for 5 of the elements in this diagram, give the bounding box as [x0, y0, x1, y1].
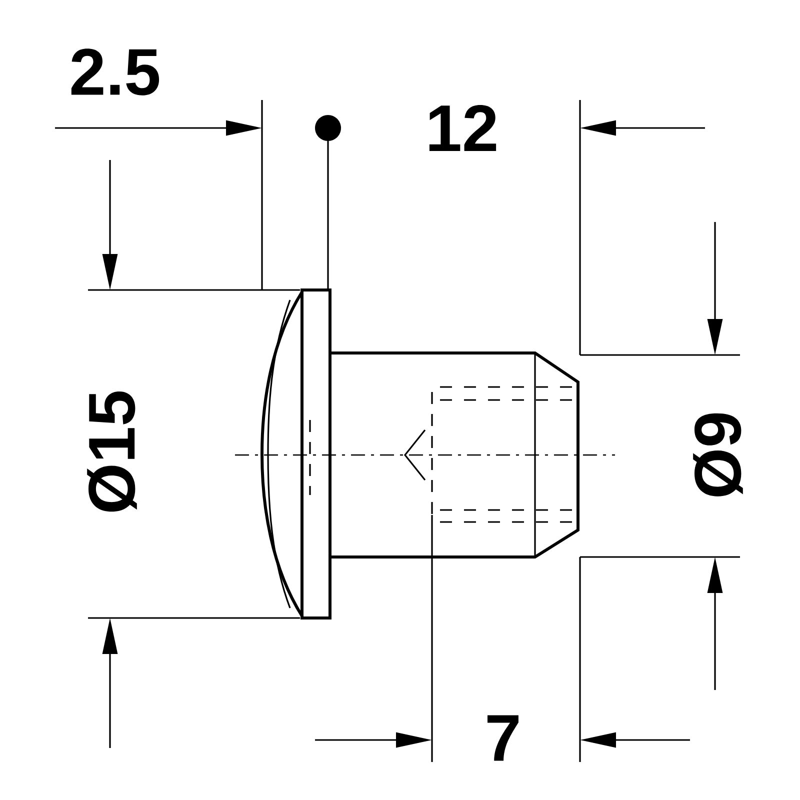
dimension-label: 12 [429, 104, 496, 152]
dimension-label: 7 [488, 715, 518, 761]
dimension-label: 2.5 [71, 48, 160, 96]
dimension-label: Ø15 [87, 391, 137, 512]
dimension-label: Ø9 [693, 413, 743, 496]
